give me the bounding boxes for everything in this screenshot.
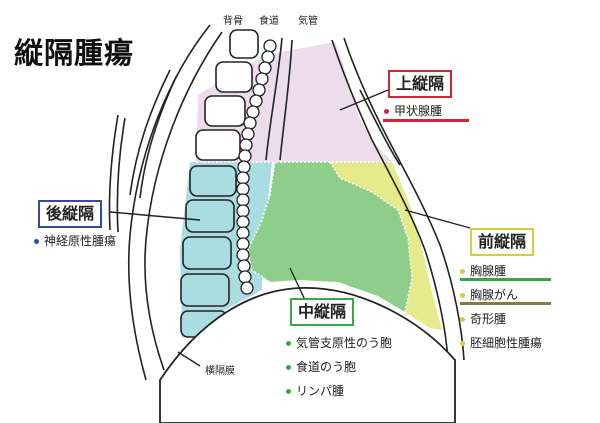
bullet-icon bbox=[460, 341, 465, 346]
bullet-icon bbox=[286, 341, 291, 346]
anterior-item: 胸腺がん bbox=[460, 286, 518, 303]
bullet-icon bbox=[460, 317, 465, 322]
diaphragm-label: 横隔膜 bbox=[205, 366, 235, 377]
bullet-icon bbox=[384, 109, 389, 114]
spine bbox=[180, 29, 259, 338]
trachea-label: 気管 bbox=[298, 16, 318, 27]
anterior-underline-1 bbox=[460, 278, 551, 281]
superior-item: 甲状腺腫 bbox=[384, 102, 442, 119]
esophagus-label: 食道 bbox=[259, 16, 279, 27]
bullet-icon bbox=[460, 293, 465, 298]
posterior-label-box: 後縦隔 bbox=[38, 200, 103, 228]
bullet-icon bbox=[286, 389, 291, 394]
bullet-icon bbox=[460, 269, 465, 274]
ribs bbox=[108, 24, 223, 381]
middle-item: リンパ腫 bbox=[286, 382, 344, 399]
sternum bbox=[331, 37, 465, 361]
bullet-icon bbox=[286, 365, 291, 370]
superior-underline bbox=[383, 119, 469, 122]
anterior-item: 胚細胞性腫瘍 bbox=[460, 334, 542, 351]
posterior-item: 神経原性腫瘍 bbox=[34, 232, 116, 249]
anterior-item: 胸腺腫 bbox=[460, 262, 506, 279]
bullet-icon bbox=[34, 239, 39, 244]
esophagus bbox=[236, 39, 277, 295]
superior-label-box: 上縦隔 bbox=[388, 70, 453, 98]
middle-item: 食道のう胞 bbox=[286, 358, 356, 375]
middle-label-box: 中縦隔 bbox=[290, 298, 355, 326]
anterior-label-box: 前縦隔 bbox=[470, 228, 535, 256]
anterior-underline-2 bbox=[460, 302, 551, 305]
middle-region bbox=[248, 162, 412, 312]
middle-item: 気管支原性のう胞 bbox=[286, 334, 392, 351]
page-title: 縦隔腫瘍 bbox=[14, 36, 135, 70]
trachea bbox=[265, 37, 293, 161]
anterior-region bbox=[330, 162, 442, 330]
anterior-item: 奇形腫 bbox=[460, 310, 506, 327]
spine-label: 背骨 bbox=[223, 16, 243, 27]
diaphragm bbox=[159, 287, 456, 423]
